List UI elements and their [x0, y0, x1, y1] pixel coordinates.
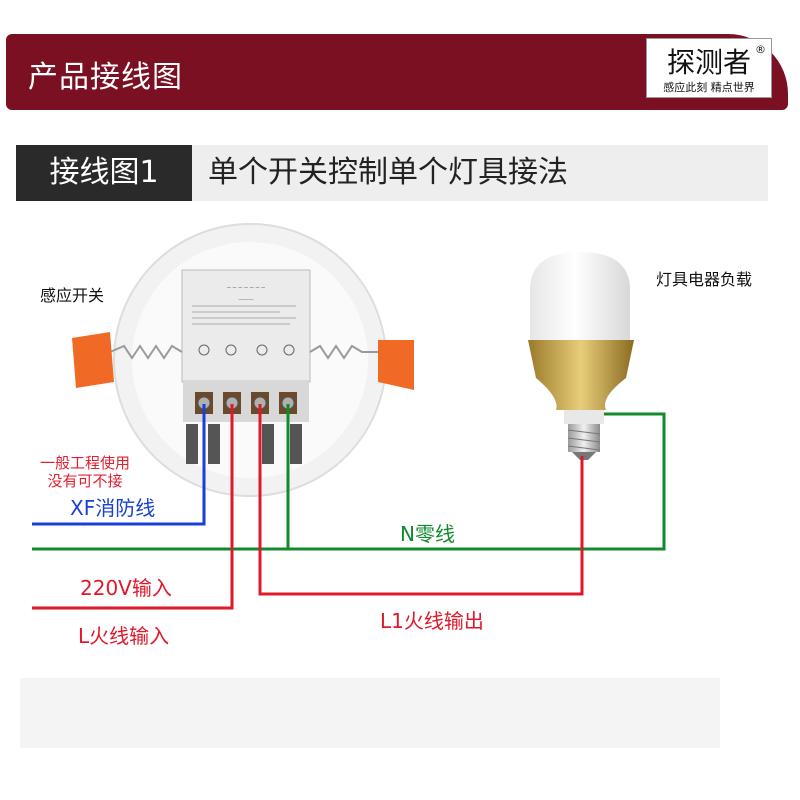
v220-input-label: 220V输入	[80, 576, 172, 600]
wire-xf-blue	[32, 404, 206, 526]
sensor-switch-icon: _ _ _ _ _ _ _ _____	[72, 223, 414, 497]
sensor-switch-label: 感应开关	[40, 286, 105, 305]
neutral-line-label: N零线	[400, 522, 455, 546]
xf-note-line2: 没有可不接	[47, 472, 123, 490]
lamp-load-label: 灯具电器负载	[656, 270, 753, 289]
xf-note-line1: 一般工程使用	[40, 454, 131, 472]
brand-name: 探测者	[666, 46, 751, 79]
wire-n-green	[32, 404, 666, 551]
footer-band	[20, 678, 720, 748]
brand-registered-mark: ®	[755, 43, 766, 56]
led-bulb-icon	[528, 252, 634, 460]
brand-slogan: 感应此刻 精点世界	[663, 81, 755, 94]
section-label: 接线图1	[16, 145, 192, 201]
wire-l1-red	[258, 404, 584, 596]
live-output-label: L1火线输出	[380, 609, 484, 633]
svg-text:_ _ _ _ _ _ _: _ _ _ _ _ _ _	[226, 280, 265, 288]
wire-l-red	[32, 404, 234, 610]
svg-text:_____: _____	[238, 293, 255, 300]
xf-line-label: XF消防线	[70, 496, 156, 520]
left-bracket-icon	[72, 332, 114, 388]
section-title: 单个开关控制单个灯具接法	[208, 155, 568, 190]
xf-note: 一般工程使用 没有可不接	[40, 454, 130, 490]
brand-logo: 探测者 ® 感应此刻 精点世界	[646, 38, 772, 98]
page-title: 产品接线图	[28, 60, 183, 95]
live-input-label: L火线输入	[78, 624, 170, 648]
right-bracket-icon	[378, 340, 414, 390]
